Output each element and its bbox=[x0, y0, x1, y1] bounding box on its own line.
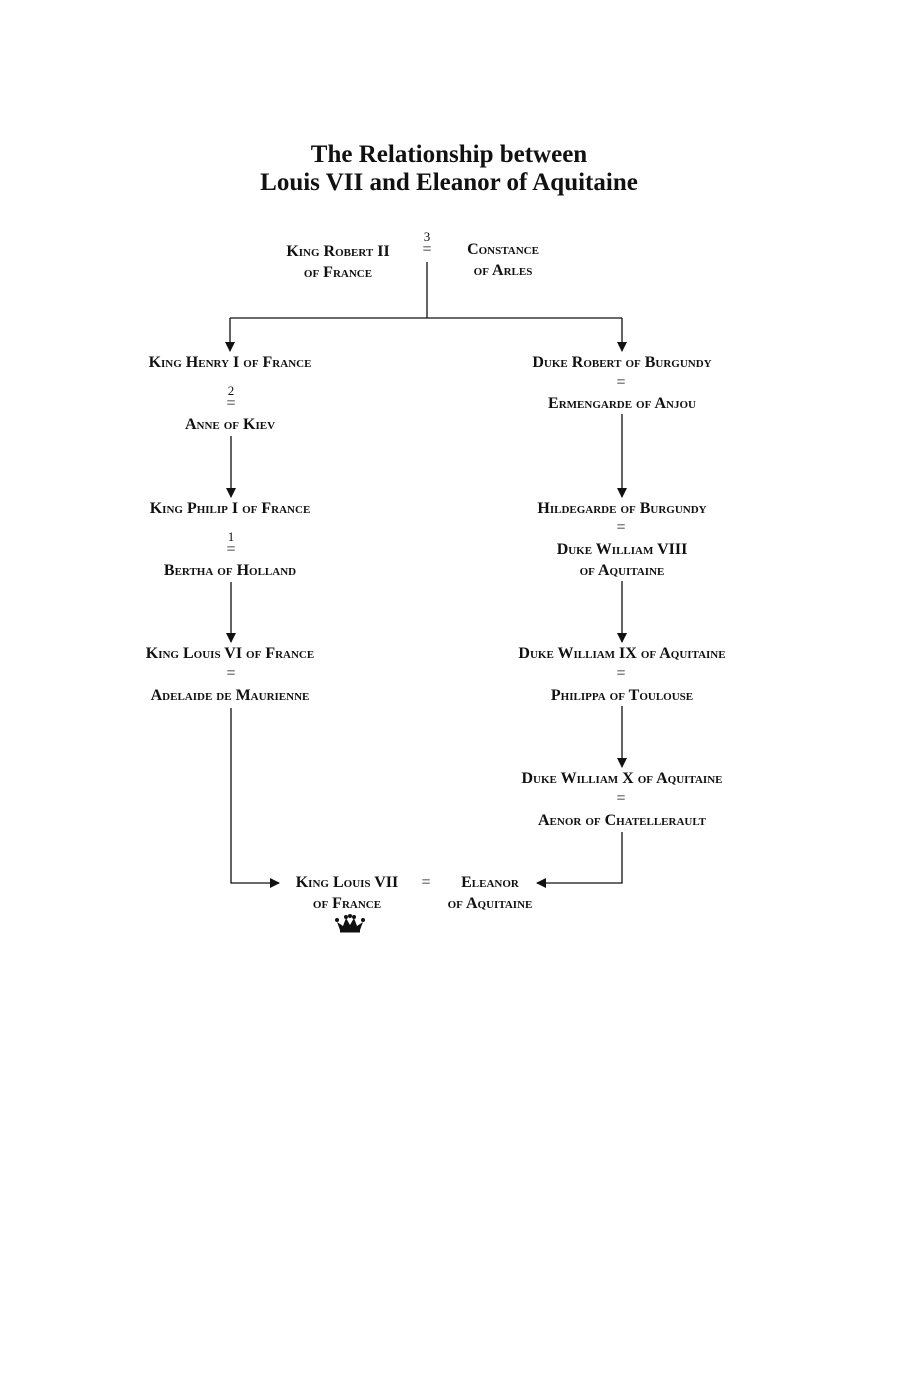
henry-marriage-symbol: = bbox=[226, 395, 236, 412]
hildegarde-name: Hildegarde of Burgundy bbox=[537, 500, 707, 517]
ermengarde-name: Ermengarde of Anjou bbox=[548, 395, 696, 412]
root-marriage-symbol: = bbox=[422, 241, 432, 258]
philippa-name: Philippa of Toulouse bbox=[550, 687, 694, 704]
robert-burgundy-name: Duke Robert of Burgundy bbox=[532, 354, 712, 371]
louis-vi-marriage-symbol: = bbox=[226, 665, 236, 682]
constance-name: Constance of Arles bbox=[467, 241, 539, 279]
william-ix-marriage-symbol: = bbox=[616, 665, 626, 682]
hildegarde-marriage-symbol: = bbox=[616, 519, 626, 536]
robert-ii-name: King Robert II of France bbox=[286, 243, 390, 281]
eleanor-name: Eleanor of Aquitaine bbox=[447, 874, 533, 912]
arrow-to-louis-vii bbox=[230, 708, 280, 888]
adelaide-name: Adelaide de Maurienne bbox=[150, 687, 310, 704]
robert-burgundy-marriage-symbol: = bbox=[616, 374, 626, 391]
louis-vii-name: King Louis VII of France bbox=[295, 874, 399, 912]
philip-i-name: King Philip I of France bbox=[149, 500, 311, 517]
philip-marriage-symbol: = bbox=[226, 541, 236, 558]
william-viii-name: Duke William VIII of Aquitaine bbox=[556, 541, 688, 579]
title-line-1: The Relationship between bbox=[310, 141, 588, 168]
page-title: The Relationship between Louis VII and E… bbox=[0, 141, 904, 197]
final-marriage-symbol: = bbox=[421, 874, 431, 891]
aenor-name: Aenor of Chatellerault bbox=[537, 812, 707, 829]
arrow-to-eleanor bbox=[536, 832, 623, 888]
root-marriage-number: 3 bbox=[423, 229, 431, 244]
anne-of-kiev-name: Anne of Kiev bbox=[184, 416, 276, 433]
william-x-marriage-symbol: = bbox=[616, 790, 626, 807]
philip-marriage-number: 1 bbox=[227, 529, 235, 544]
william-x-name: Duke William X of Aquitaine bbox=[521, 770, 723, 787]
title-line-2: Louis VII and Eleanor of Aquitaine bbox=[260, 169, 638, 196]
henry-marriage-number: 2 bbox=[227, 383, 235, 398]
louis-vi-name: King Louis VI of France bbox=[145, 645, 315, 662]
henry-i-name: King Henry I of France bbox=[148, 354, 312, 371]
crown-icon bbox=[335, 914, 365, 933]
william-ix-name: Duke William IX of Aquitaine bbox=[518, 645, 726, 662]
bertha-of-holland-name: Bertha of Holland bbox=[163, 562, 297, 579]
